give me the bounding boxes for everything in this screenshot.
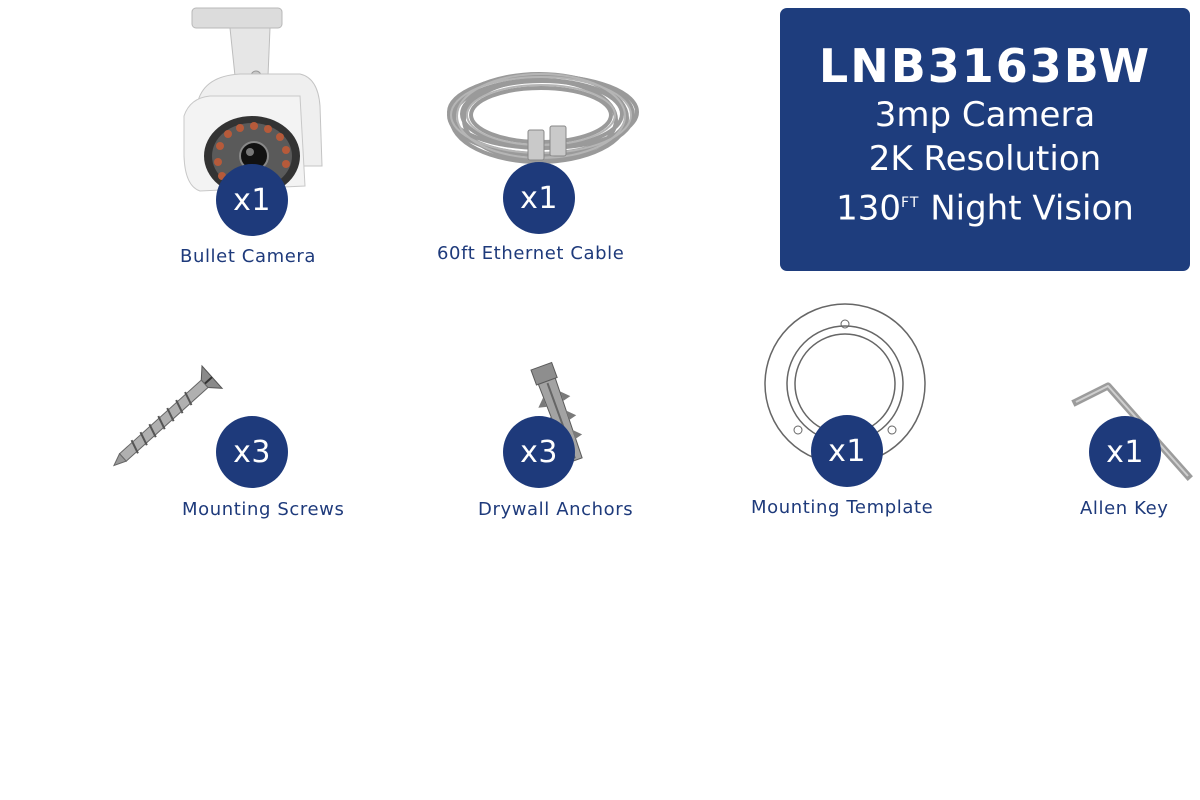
item-label: 60ft Ethernet Cable [437, 243, 625, 264]
spec-megapixels: 3mp Camera [874, 95, 1096, 135]
ethernet-cable-icon [447, 72, 639, 164]
item-label: Drywall Anchors [478, 499, 634, 520]
night-vision-unit: FT [901, 195, 920, 211]
spec-resolution: 2K Resolution [868, 139, 1102, 179]
item-mounting-screws: x3 Mounting Screws [112, 362, 360, 532]
item-label: Mounting Screws [182, 499, 345, 520]
quantity-badge: x1 [503, 162, 575, 234]
night-vision-text: Night Vision [919, 188, 1134, 229]
item-ethernet-cable: x1 60ft Ethernet Cable [436, 60, 646, 270]
spec-box: LNB3163BW 3mp Camera 2K Resolution 130FT… [780, 8, 1190, 271]
bullet-camera-icon [183, 7, 323, 196]
quantity-badge: x3 [503, 416, 575, 488]
quantity-badge: x3 [216, 416, 288, 488]
item-label: Mounting Template [751, 497, 934, 518]
allen-key-icon [1071, 382, 1193, 481]
item-label: Allen Key [1080, 498, 1169, 519]
spec-night-vision: 130FT Night Vision [780, 181, 1190, 230]
quantity-badge: x1 [216, 164, 288, 236]
night-vision-distance: 130 [836, 188, 902, 229]
screw-icon [112, 364, 224, 467]
item-mounting-template: x1 Mounting Template [750, 303, 960, 530]
item-label: Bullet Camera [180, 246, 317, 267]
model-number: LNB3163BW [818, 39, 1152, 93]
item-allen-key: x1 Allen Key [1071, 380, 1196, 530]
quantity-badge: x1 [811, 415, 883, 487]
item-drywall-anchors: x3 Drywall Anchors [476, 361, 656, 532]
quantity-badge: x1 [1089, 416, 1161, 488]
item-bullet-camera: x1 Bullet Camera [180, 6, 330, 267]
